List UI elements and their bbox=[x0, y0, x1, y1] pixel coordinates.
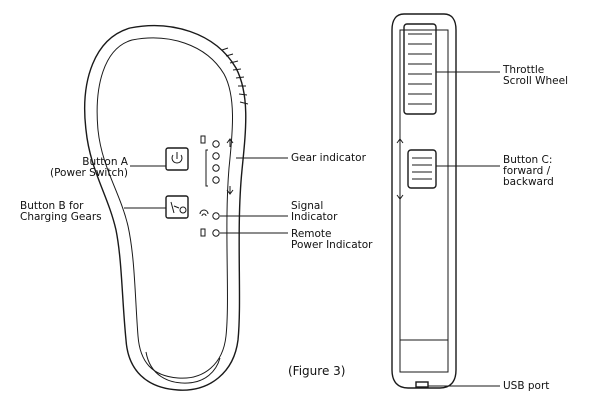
button-a[interactable] bbox=[165, 147, 189, 171]
button-c-ridges bbox=[412, 157, 432, 180]
power-icon bbox=[171, 152, 183, 164]
wifi-signal-icon bbox=[199, 209, 209, 217]
remote-power-label-line2: Power Indicator bbox=[291, 239, 373, 251]
button-c-label-line2: forward / bbox=[503, 165, 551, 177]
remote-power-indicator-label: Remote Power Indicator bbox=[291, 229, 372, 251]
signal-label-line1: Signal bbox=[291, 200, 324, 212]
scroll-ridge bbox=[221, 47, 249, 105]
button-a-label: Button A (Power Switch) bbox=[28, 157, 128, 179]
remote-body-outer bbox=[84, 24, 247, 391]
side-arrow-down-icon bbox=[396, 190, 404, 200]
button-b-label-line1: Button B for bbox=[20, 200, 84, 212]
arrow-up-icon bbox=[226, 138, 234, 147]
button-c[interactable] bbox=[407, 149, 437, 189]
side-body-inner bbox=[399, 29, 449, 373]
button-b-label: Button B for Charging Gears bbox=[20, 201, 102, 223]
throttle-wheel[interactable] bbox=[403, 23, 437, 115]
leader-lines-right bbox=[428, 71, 500, 387]
remote-front-view bbox=[84, 24, 288, 391]
remote-side-view bbox=[391, 13, 500, 389]
button-c-label: Button C: forward / backward bbox=[503, 155, 554, 188]
usb-port[interactable] bbox=[415, 381, 429, 388]
button-b-label-line2: Charging Gears bbox=[20, 211, 102, 223]
charging-gears-icon bbox=[170, 201, 187, 214]
usb-port-label: USB port bbox=[503, 380, 550, 392]
signal-indicator-label: Signal Indicator bbox=[291, 201, 337, 223]
button-a-label-line2: (Power Switch) bbox=[50, 167, 128, 179]
bottom-strap bbox=[145, 351, 221, 384]
throttle-ridges bbox=[408, 33, 432, 105]
figure-caption: (Figure 3) bbox=[288, 364, 346, 378]
battery-icon-top bbox=[200, 135, 206, 144]
power-led bbox=[212, 229, 220, 237]
leader-lines-left bbox=[124, 157, 288, 234]
button-c-label-line3: backward bbox=[503, 176, 554, 188]
remote-power-label-line1: Remote bbox=[291, 228, 332, 240]
gear-indicator-label: Gear indicator bbox=[291, 152, 366, 164]
arrow-down-icon bbox=[226, 186, 234, 195]
throttle-label-line1: Throttle bbox=[503, 64, 545, 76]
button-b[interactable] bbox=[165, 195, 189, 219]
throttle-label-line2: Scroll Wheel bbox=[503, 75, 568, 87]
battery-icon bbox=[200, 228, 206, 237]
button-a-label-line1: Button A bbox=[82, 156, 128, 168]
side-arrow-up-icon bbox=[396, 138, 404, 148]
remote-body-inner bbox=[96, 37, 233, 379]
signal-label-line2: Indicator bbox=[291, 211, 338, 223]
throttle-label: Throttle Scroll Wheel bbox=[503, 65, 568, 87]
button-c-label-line1: Button C: bbox=[503, 154, 553, 166]
signal-led bbox=[212, 212, 220, 220]
gear-indicator-leds bbox=[205, 140, 220, 187]
side-body-outer bbox=[391, 13, 457, 389]
